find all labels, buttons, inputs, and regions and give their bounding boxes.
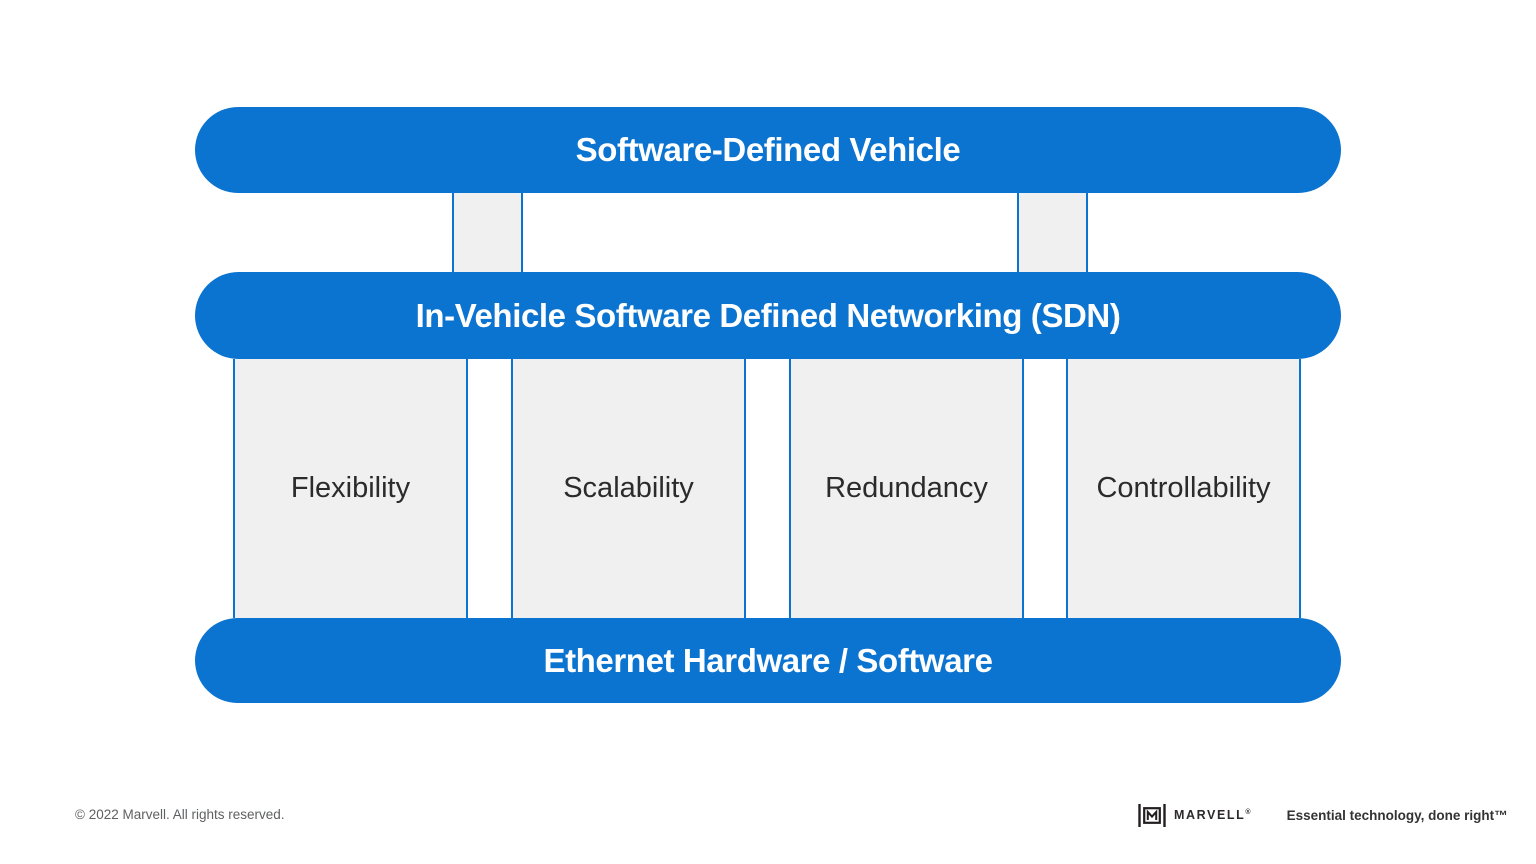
registered-trademark-mark: ® bbox=[1245, 808, 1251, 816]
pillar-label: Redundancy bbox=[825, 472, 988, 504]
pillar-label: Controllability bbox=[1096, 472, 1271, 504]
bottom-bar-label: Ethernet Hardware / Software bbox=[543, 641, 993, 679]
footer-brand: MARVELL® Essential technology, done righ… bbox=[1138, 801, 1508, 829]
connector-right bbox=[1017, 193, 1088, 272]
copyright-text: © 2022 Marvell. All rights reserved. bbox=[75, 807, 285, 822]
pillar-flexibility: Flexibility bbox=[233, 359, 468, 618]
pillar-label: Flexibility bbox=[290, 472, 411, 504]
pillar-scalability: Scalability bbox=[511, 359, 746, 618]
pillar-label: Scalability bbox=[563, 472, 694, 504]
tagline-text: Essential technology, done right™ bbox=[1286, 807, 1508, 823]
top-bar-label: Software-Defined Vehicle bbox=[575, 131, 961, 168]
top-bar-software-defined-vehicle: Software-Defined Vehicle bbox=[195, 107, 1341, 193]
marvell-wordmark: MARVELL® bbox=[1174, 808, 1251, 822]
marvell-logo-icon bbox=[1138, 803, 1166, 827]
sdn-bar-label: In-Vehicle Software Defined Networking (… bbox=[415, 296, 1121, 334]
bottom-bar-ethernet: Ethernet Hardware / Software bbox=[195, 618, 1341, 703]
pillar-controllability: Controllability bbox=[1066, 359, 1301, 618]
marvell-logo: MARVELL® bbox=[1138, 803, 1251, 828]
sdn-bar: In-Vehicle Software Defined Networking (… bbox=[195, 272, 1341, 359]
connector-left bbox=[452, 193, 523, 272]
pillar-redundancy: Redundancy bbox=[789, 359, 1024, 618]
